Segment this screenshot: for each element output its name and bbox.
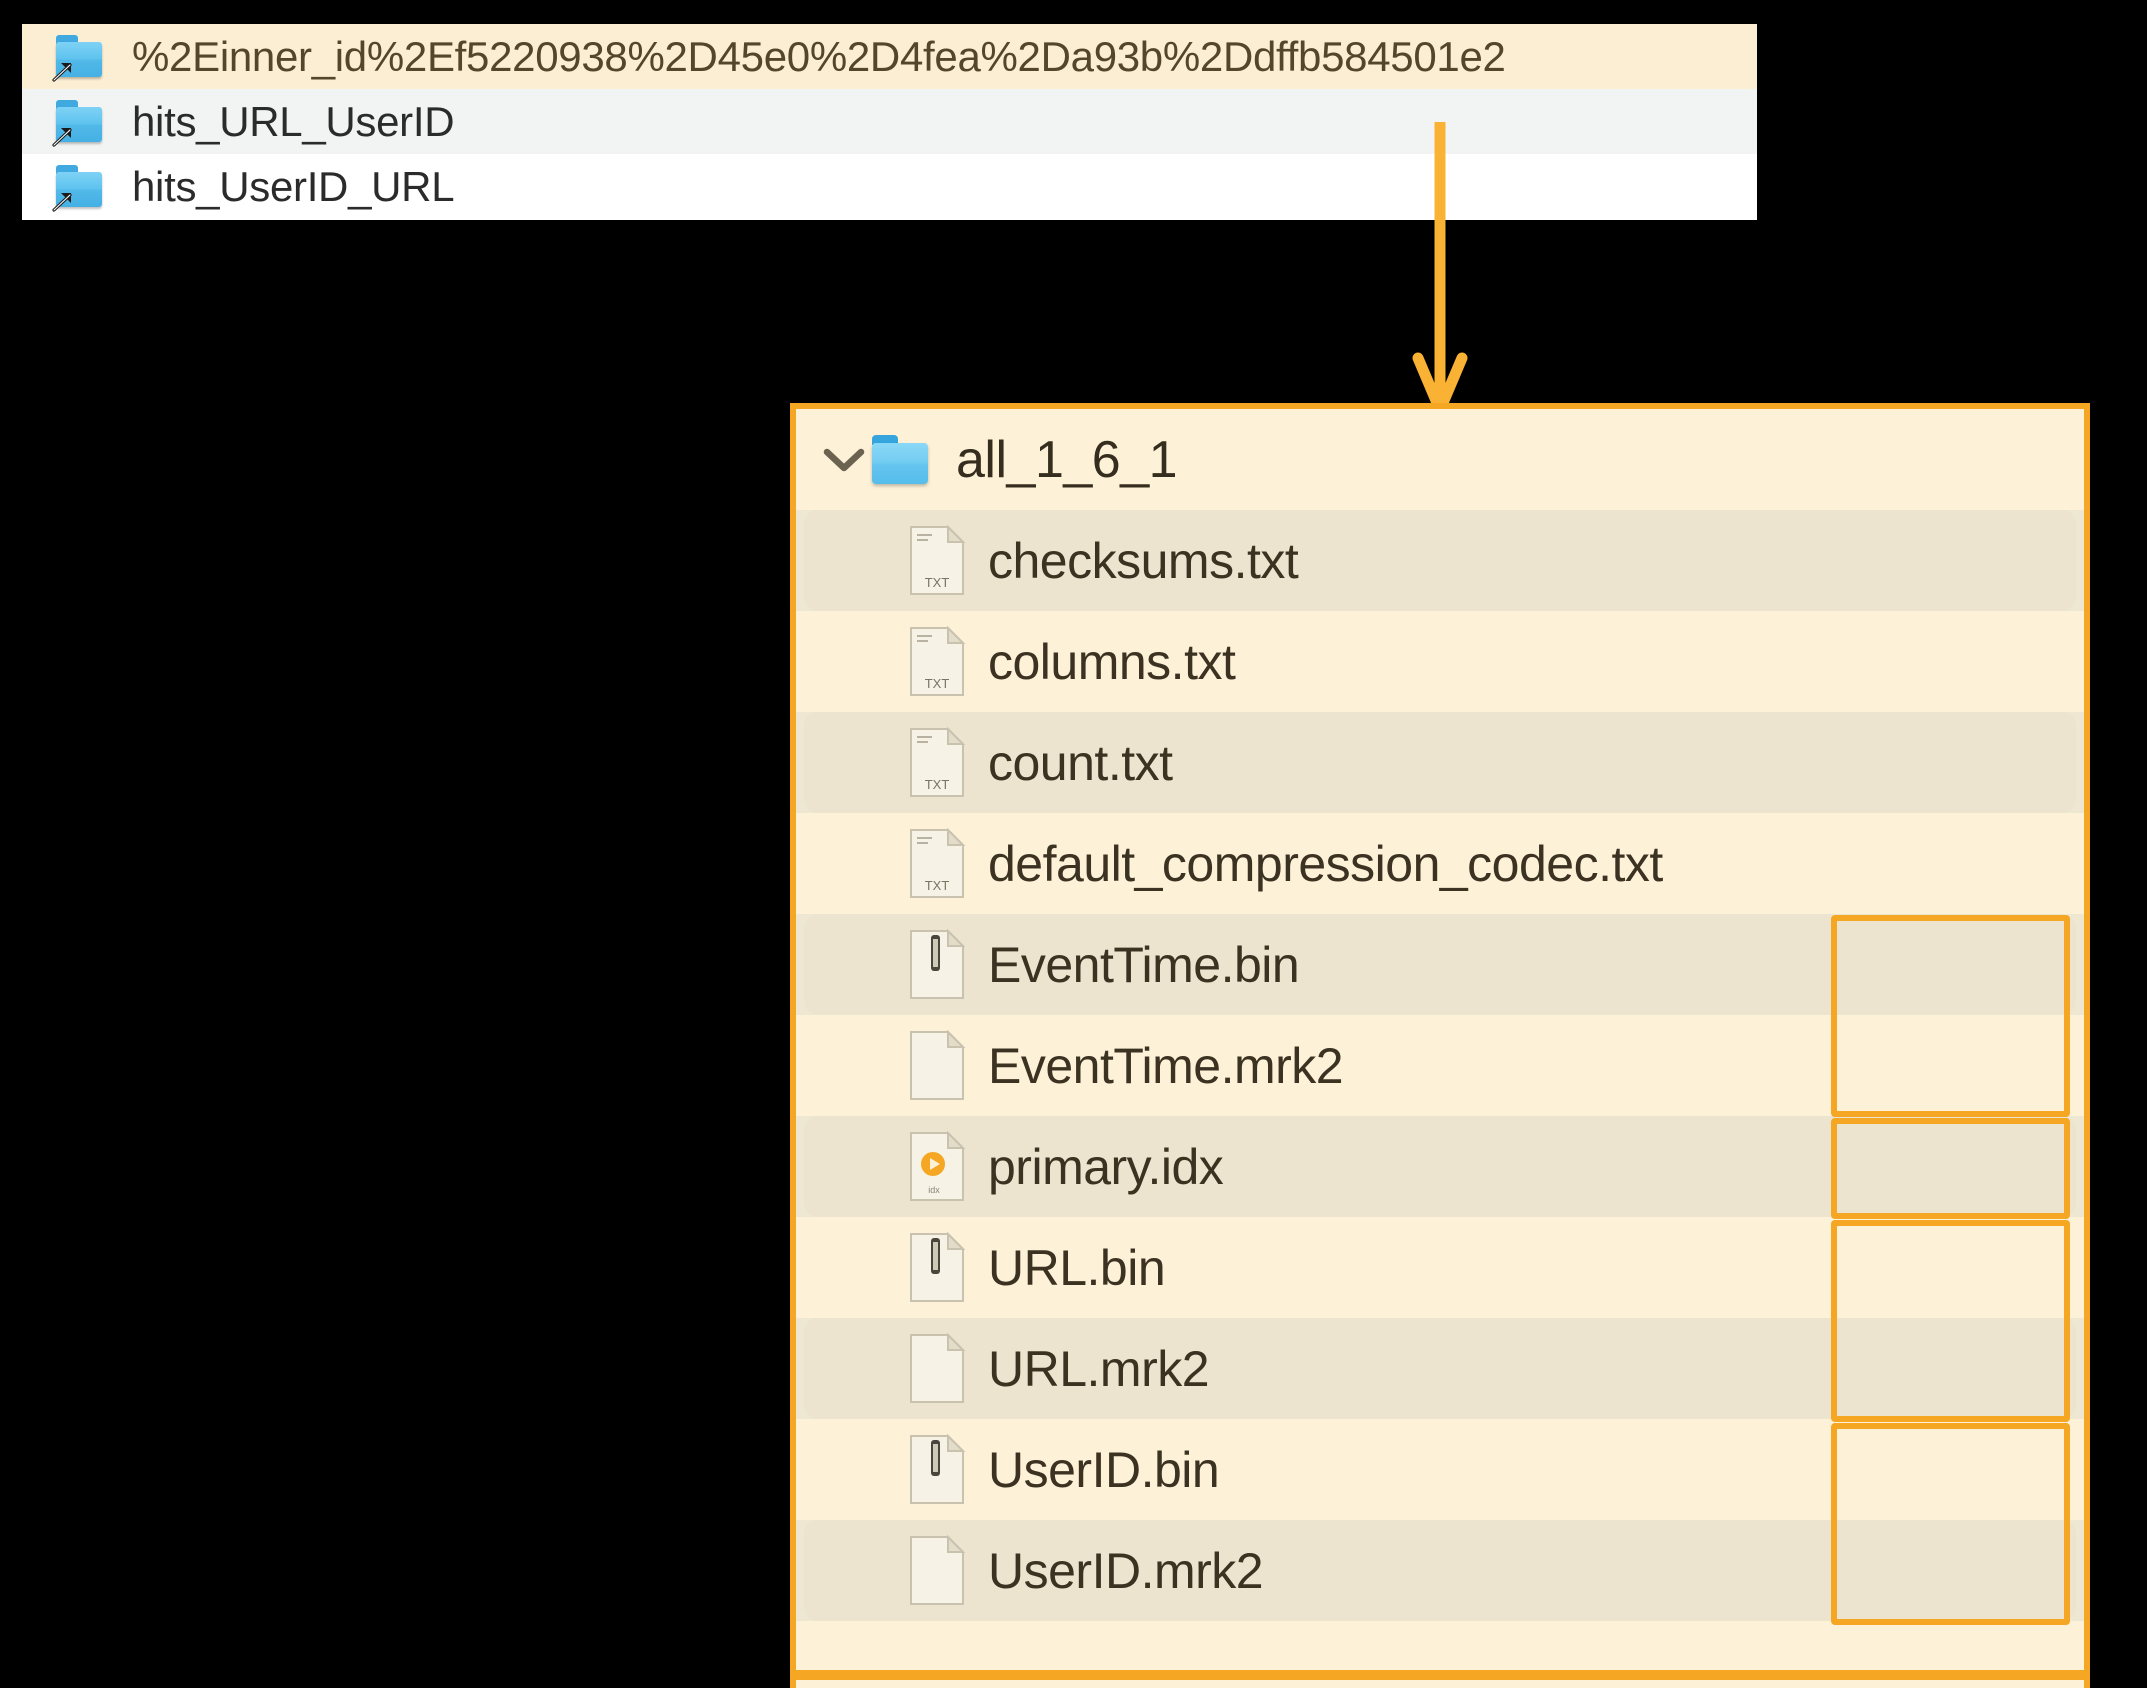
- tree-row-label: default_compression_codec.txt: [988, 835, 1663, 892]
- svg-text:TXT: TXT: [925, 878, 950, 893]
- tree-row-file[interactable]: TXT count.txt: [796, 712, 2084, 813]
- tree-row-label: EventTime.bin: [988, 936, 1300, 993]
- tree-row-label: primary.idx: [988, 1138, 1224, 1195]
- tree-row-label: URL.mrk2: [988, 1340, 1210, 1397]
- svg-text:TXT: TXT: [925, 777, 950, 792]
- tree-row-label: count.txt: [988, 734, 1173, 791]
- tree-row-label: UserID.mrk2: [988, 1542, 1264, 1599]
- down-arrow-icon: [1412, 122, 1468, 416]
- blank-file-icon: [908, 1029, 966, 1102]
- tree-row-file[interactable]: URL.bin: [796, 1217, 2084, 1318]
- source-folder-list-panel[interactable]: %2Einner_id%2Ef5220938%2D45e0%2D4fea%2Da…: [22, 24, 1757, 220]
- tree-row-label: URL.bin: [988, 1239, 1166, 1296]
- list-item[interactable]: hits_URL_UserID: [22, 89, 1757, 154]
- list-item-label: hits_URL_UserID: [132, 97, 455, 145]
- tree-row-file[interactable]: EventTime.bin: [796, 914, 2084, 1015]
- txt-file-icon: TXT: [908, 524, 966, 597]
- tree-row-label: UserID.bin: [988, 1441, 1220, 1498]
- tree-rows: all_1_6_1 TXT checksums.txt: [796, 409, 2084, 1625]
- panel-bottom-border: [790, 1670, 2090, 1680]
- list-item-label: %2Einner_id%2Ef5220938%2D45e0%2D4fea%2Da…: [132, 32, 1506, 80]
- alias-arrow-icon: [52, 192, 72, 212]
- alias-arrow-icon: [52, 127, 72, 147]
- list-item[interactable]: hits_UserID_URL: [22, 154, 1757, 219]
- tree-row-root[interactable]: all_1_6_1: [796, 409, 2084, 510]
- idx-file-icon: idx: [908, 1130, 966, 1203]
- tree-row-file[interactable]: EventTime.mrk2: [796, 1015, 2084, 1116]
- chevron-down-icon[interactable]: [818, 445, 870, 475]
- svg-text:idx: idx: [928, 1185, 940, 1195]
- txt-file-icon: TXT: [908, 827, 966, 900]
- binary-file-icon: [908, 1231, 966, 1304]
- folder-alias-icon: [52, 99, 106, 147]
- tree-row-file[interactable]: TXT default_compression_codec.txt: [796, 813, 2084, 914]
- tree-row-file[interactable]: UserID.mrk2: [796, 1520, 2084, 1621]
- binary-file-icon: [908, 928, 966, 1001]
- list-item-label: hits_UserID_URL: [132, 162, 455, 210]
- tree-row-label: columns.txt: [988, 633, 1236, 690]
- folder-alias-icon: [52, 34, 106, 82]
- txt-file-icon: TXT: [908, 726, 966, 799]
- tree-row-file[interactable]: UserID.bin: [796, 1419, 2084, 1520]
- tree-row-file[interactable]: TXT checksums.txt: [796, 510, 2084, 611]
- tree-row-file[interactable]: TXT columns.txt: [796, 611, 2084, 712]
- svg-text:TXT: TXT: [925, 575, 950, 590]
- part-directory-tree-panel[interactable]: all_1_6_1 TXT checksums.txt: [790, 403, 2090, 1688]
- blank-file-icon: [908, 1534, 966, 1607]
- list-item[interactable]: %2Einner_id%2Ef5220938%2D45e0%2D4fea%2Da…: [22, 24, 1757, 89]
- tree-row-file[interactable]: URL.mrk2: [796, 1318, 2084, 1419]
- tree-row-label: all_1_6_1: [956, 430, 1178, 489]
- tree-row-file[interactable]: idx primary.idx: [796, 1116, 2084, 1217]
- folder-icon: [870, 434, 932, 485]
- folder-alias-icon: [52, 164, 106, 212]
- alias-arrow-icon: [52, 62, 72, 82]
- tree-row-label: EventTime.mrk2: [988, 1037, 1344, 1094]
- txt-file-icon: TXT: [908, 625, 966, 698]
- binary-file-icon: [908, 1433, 966, 1506]
- tree-row-label: checksums.txt: [988, 532, 1299, 589]
- svg-text:TXT: TXT: [925, 676, 950, 691]
- blank-file-icon: [908, 1332, 966, 1405]
